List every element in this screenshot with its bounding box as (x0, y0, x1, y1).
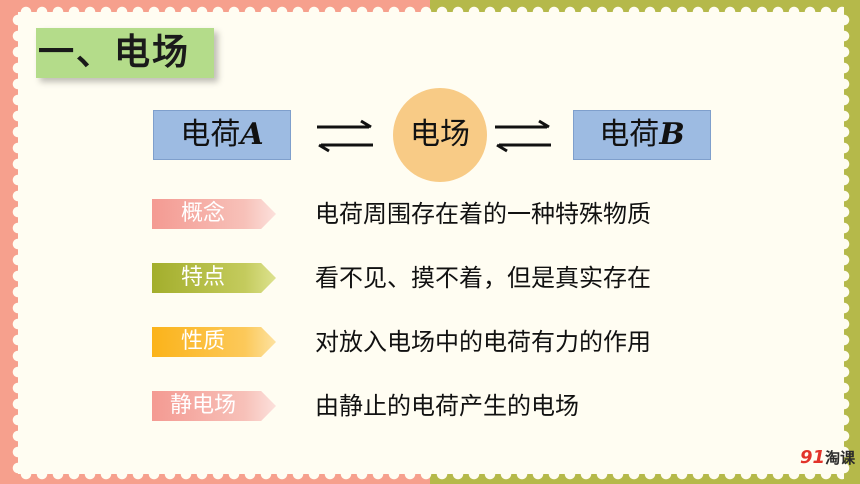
logo: 91淘课 (800, 448, 858, 476)
property-description: 对放入电场中的电荷有力的作用 (315, 328, 651, 356)
tag-property: 性质 (152, 327, 276, 357)
tag-static-field: 静电场 (152, 391, 276, 421)
electric-field-circle: 电场 (393, 88, 487, 182)
charge-a-box: 电荷A (153, 110, 291, 160)
logo-text: 淘课 (825, 449, 856, 467)
charge-b-letter: B (659, 117, 685, 152)
tag-feature: 特点 (152, 263, 276, 293)
charge-a-prefix: 电荷 (180, 117, 241, 152)
arrow-pair-right-icon (495, 119, 551, 153)
tag-concept: 概念 (152, 199, 276, 229)
static-field-description: 由静止的电荷产生的电场 (315, 392, 579, 420)
charge-a-letter: A (240, 117, 264, 152)
concept-description: 电荷周围存在着的一种特殊物质 (315, 200, 651, 228)
feature-description: 看不见、摸不着，但是真实存在 (315, 264, 651, 292)
section-title-background (36, 28, 214, 78)
logo-mark-icon: 91 (800, 447, 826, 468)
arrow-pair-left-icon (317, 119, 373, 153)
charge-b-box: 电荷B (573, 110, 711, 160)
charge-b-prefix: 电荷 (599, 117, 660, 152)
section-title: 一、电场 (38, 32, 191, 73)
